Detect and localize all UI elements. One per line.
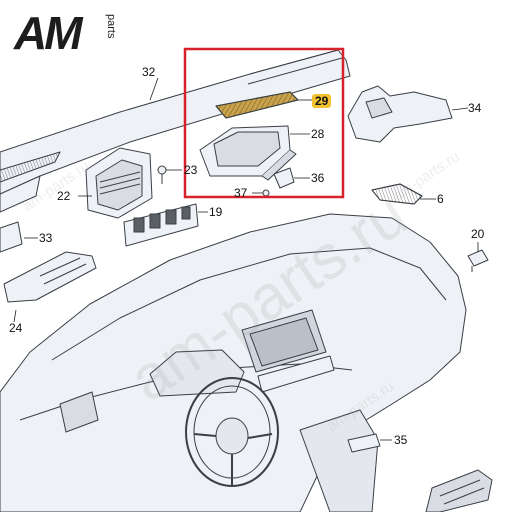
dashboard-body [0,213,467,512]
switch-part-35 [347,433,381,453]
steering-wheel [185,377,279,487]
callout-23: 23 [184,163,198,177]
side-trim-part-33 [0,221,23,253]
callout-32: 32 [142,65,156,79]
leader-lines [13,77,479,441]
callout-34: 34 [468,101,482,115]
callout-33: 33 [39,231,53,245]
air-duct-part-34 [347,85,453,143]
callout-22: 22 [57,189,71,203]
callout-37: 37 [234,186,248,200]
push-clip-part-20 [467,249,489,272]
callout-36: 36 [311,171,325,185]
callout-19: 19 [209,205,223,219]
center-vent-part-22 [85,147,153,219]
clip-part-36 [273,167,295,189]
callout-6: 6 [437,192,444,206]
logo-main-text: AM [14,7,83,59]
screw-part-23 [157,165,167,184]
logo-sub-text: parts [105,14,117,39]
callout-28: 28 [311,127,325,141]
callout-35: 35 [394,433,408,447]
callout-20: 20 [471,227,485,241]
lower-vent-part [425,469,493,512]
storage-tray-part-28 [199,125,297,181]
am-parts-logo: AM parts [14,7,134,59]
grille-part-6 [371,183,423,205]
pin-part-37 [262,189,270,197]
cowl-panel-part-32 [0,49,351,213]
callout-24: 24 [9,321,23,335]
callout-29-highlighted: 29 [312,94,332,108]
switch-panel-part-19 [123,203,199,247]
highlight-frame [183,47,345,199]
side-vent-part-24 [3,251,97,303]
